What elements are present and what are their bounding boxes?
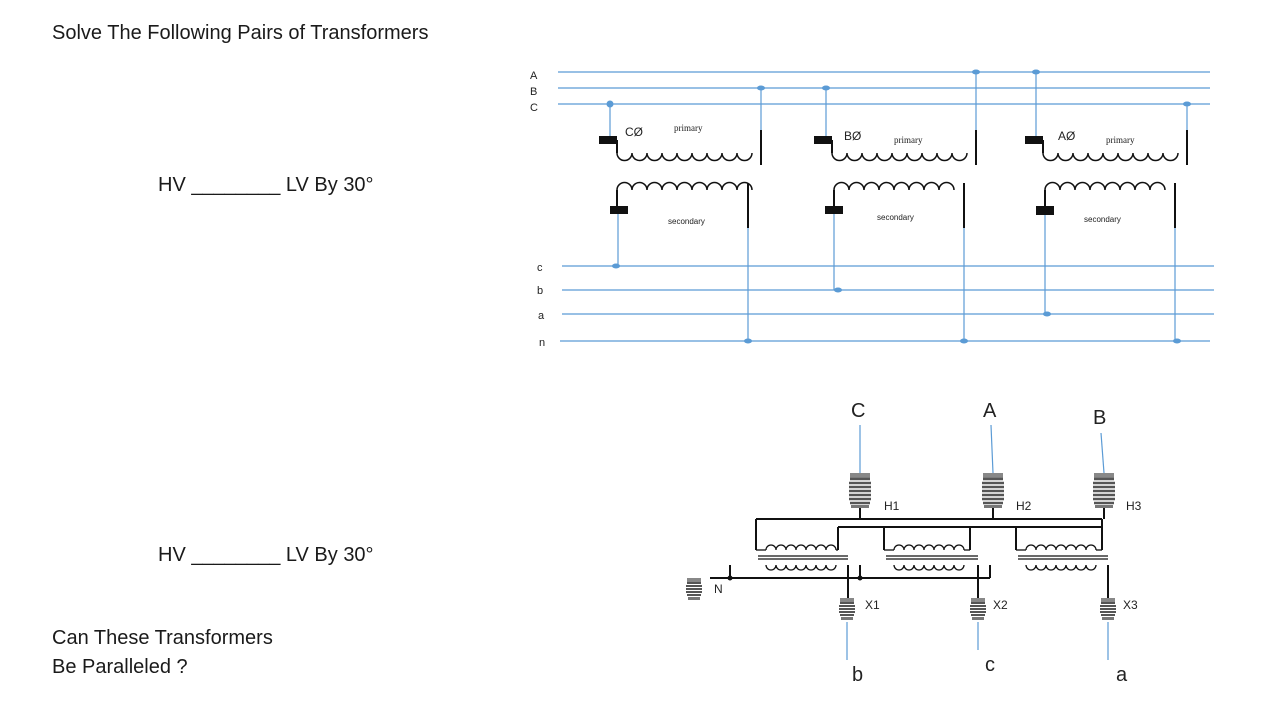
core-3 <box>1016 544 1108 571</box>
lv-line-label-b: b <box>852 664 863 686</box>
hv-line-label-c: C <box>851 400 865 422</box>
lv-bushing-x2 <box>970 598 986 620</box>
secondary-label-b: secondary <box>877 213 914 222</box>
question-1: HV ________ LV By 30° <box>158 174 374 196</box>
core-2 <box>884 544 978 571</box>
hv-bushing-label-h3: H3 <box>1126 499 1142 513</box>
hv-bushing-label-h1: H1 <box>884 499 900 513</box>
primary-label-c: primary <box>674 123 703 133</box>
lv-bus-label-b: b <box>537 285 543 297</box>
transformer-unit-b: BØ primary secondary <box>814 69 980 344</box>
primary-label-a: primary <box>1106 135 1135 145</box>
lv-line-label-c: c <box>985 654 995 676</box>
neutral-label: N <box>714 582 723 596</box>
hv-bus-label-c: C <box>530 102 538 114</box>
lv-bushing-label-x3: X3 <box>1123 598 1138 612</box>
transformer-unit-c: CØ primary secondary <box>599 85 765 344</box>
lv-bushing-x1 <box>839 598 855 620</box>
hv-bushing-h1 <box>849 473 871 508</box>
question-2: HV ________ LV By 30° <box>158 544 374 566</box>
lv-bushing-label-x1: X1 <box>865 598 880 612</box>
hv-wiring <box>755 508 1105 550</box>
lv-bus-label-a: a <box>538 310 545 322</box>
unit-label-a: AØ <box>1058 129 1075 143</box>
hv-bus-label-a: A <box>530 70 538 82</box>
hv-bushing-label-h2: H2 <box>1016 499 1032 513</box>
hv-bus-label-b: B <box>530 86 537 98</box>
hv-bushing-h2 <box>982 473 1004 508</box>
core-1 <box>756 544 848 571</box>
secondary-label-a: secondary <box>1084 215 1121 224</box>
unit-label-b: BØ <box>844 129 861 143</box>
neutral-bushing <box>686 578 702 600</box>
lv-bus-label-c: c <box>537 262 543 274</box>
hv-bushing-h3 <box>1093 473 1115 508</box>
lv-wiring <box>710 565 1109 598</box>
primary-label-b: primary <box>894 135 923 145</box>
lv-bushing-label-x2: X2 <box>993 598 1008 612</box>
hv-line-label-b: B <box>1093 407 1106 429</box>
secondary-label-c: secondary <box>668 217 705 226</box>
hv-line-label-a: A <box>983 400 997 422</box>
lv-line-label-a: a <box>1116 664 1128 686</box>
lv-bus-label-n: n <box>539 337 545 349</box>
question-3-line-2: Be Paralleled ? <box>52 656 188 678</box>
slide-title: Solve The Following Pairs of Transformer… <box>52 22 429 44</box>
unit-label-c: CØ <box>625 125 643 139</box>
question-3-line-1: Can These Transformers <box>52 627 273 649</box>
lv-bushing-x3 <box>1100 598 1116 620</box>
transformer-unit-a: AØ primary secondary <box>1025 69 1191 344</box>
